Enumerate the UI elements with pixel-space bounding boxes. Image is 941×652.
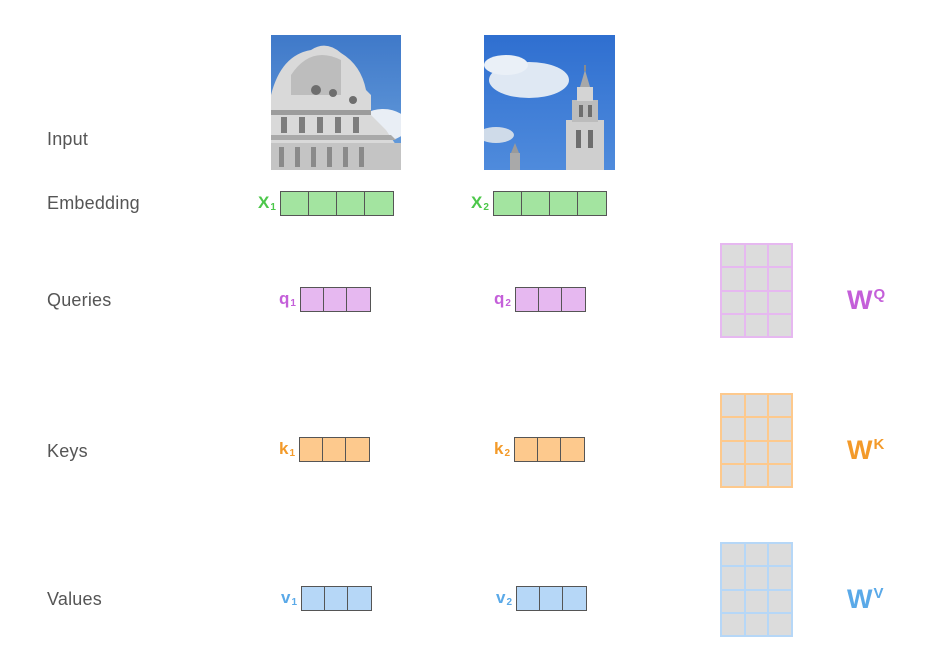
- row-label-input: Input: [47, 129, 89, 149]
- query-vector-q2: q2: [494, 287, 586, 312]
- weight-label-wk: WK: [847, 435, 885, 465]
- vector-label-q1: q1: [279, 289, 296, 309]
- row-label-queries: Queries: [47, 290, 112, 310]
- row-label-values: Values: [47, 589, 102, 609]
- row-label-keys: Keys: [47, 441, 88, 461]
- embedding-vector-x2: X2: [471, 191, 607, 216]
- value-vector-v2: v2: [496, 586, 588, 611]
- key-cells-k1: [299, 437, 371, 462]
- embedding-cells-x1: [279, 191, 394, 216]
- vector-label-k2: k2: [494, 439, 511, 459]
- weight-matrix-wk: [720, 393, 793, 488]
- weight-label-wv: WV: [847, 584, 884, 614]
- query-vector-q1: q1: [279, 287, 371, 312]
- query-cells-q1: [299, 287, 371, 312]
- vector-label-v1: v1: [281, 588, 298, 608]
- vector-label-x1: X1: [258, 193, 276, 213]
- weight-matrix-wq: [720, 243, 793, 338]
- query-cells-q2: [514, 287, 586, 312]
- input-image-2: [484, 35, 615, 170]
- embedding-vector-x1: X1: [258, 191, 394, 216]
- vector-label-q2: q2: [494, 289, 511, 309]
- value-cells-v1: [301, 586, 373, 611]
- input-image-1: [271, 35, 401, 170]
- vector-label-v2: v2: [496, 588, 513, 608]
- weight-matrix-wv: [720, 542, 793, 637]
- key-vector-k2: k2: [494, 437, 586, 462]
- vector-label-k1: k1: [279, 439, 296, 459]
- key-cells-k2: [514, 437, 586, 462]
- value-vector-v1: v1: [281, 586, 373, 611]
- vector-label-x2: X2: [471, 193, 489, 213]
- embedding-cells-x2: [492, 191, 607, 216]
- weight-label-wq: WQ: [847, 285, 886, 315]
- key-vector-k1: k1: [279, 437, 371, 462]
- value-cells-v2: [516, 586, 588, 611]
- row-label-embedding: Embedding: [47, 193, 140, 213]
